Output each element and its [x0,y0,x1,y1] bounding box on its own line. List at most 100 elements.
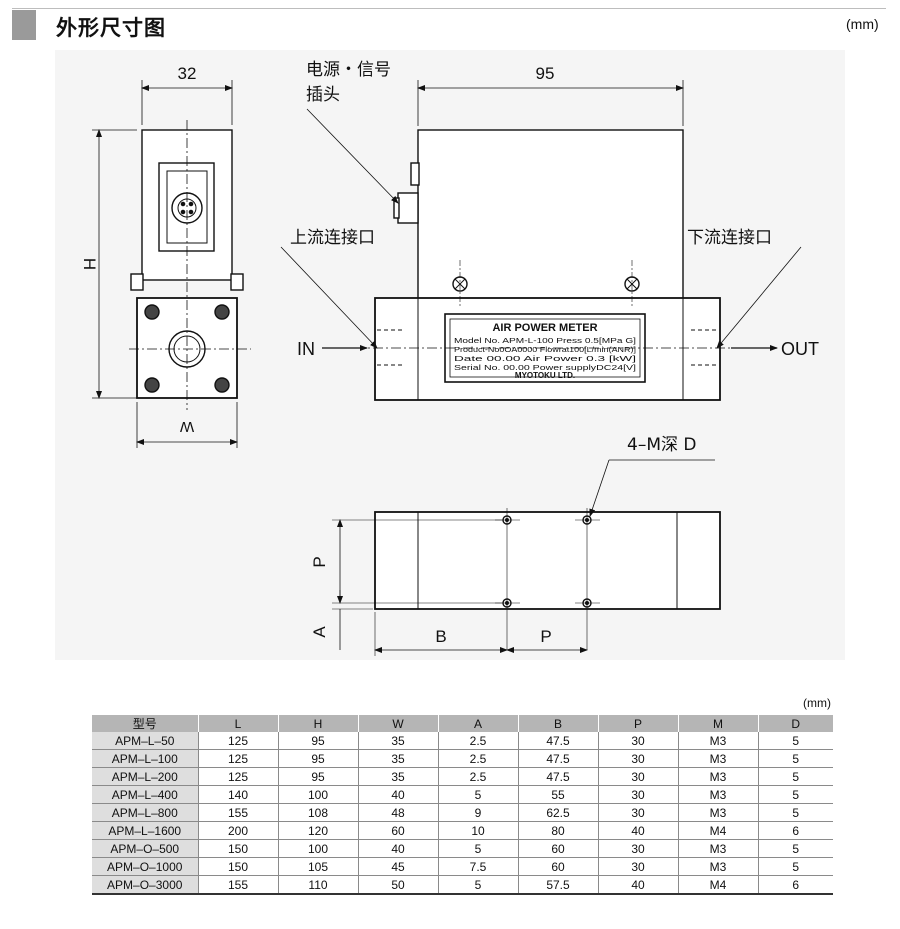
table-cell: 40 [357,785,438,804]
col-header-d: D [757,715,833,732]
table-cell: 150 [197,839,278,858]
dim-p-vertical: P [310,556,329,567]
table-cell-model: APM–L–1600 [92,821,198,840]
table-cell: 5 [757,785,833,804]
table-cell-model: APM–O–500 [92,839,198,858]
nameplate-line4: Serial No. 00.00 Power supplyDC24[V] [454,363,636,372]
table-cell: 40 [597,821,678,840]
table-cell: 62.5 [517,803,598,822]
label-connector-line1: 电源・信号 [306,60,391,80]
table-cell: 125 [197,767,278,786]
table-cell: 95 [277,767,358,786]
table-cell: 105 [277,857,358,876]
table-cell: 60 [357,821,438,840]
col-header-h: H [277,715,358,732]
table-cell: 48 [357,803,438,822]
top-rule [12,8,886,9]
table-cell-model: APM–L–800 [92,803,198,822]
table-cell: 108 [277,803,358,822]
table-cell: 35 [357,767,438,786]
drawing-unit: (mm) [846,16,879,32]
table-cell: 2.5 [437,767,518,786]
table-cell: 35 [357,749,438,768]
dim-height: H [80,258,99,270]
table-cell: 125 [197,732,278,750]
nameplate-line1: Model No. APM-L-100 Press 0.5[MPa G] [454,336,636,345]
table-cell: 50 [357,875,438,895]
label-upstream-port: 上流连接口 [290,228,375,248]
col-header-m: M [677,715,758,732]
dim-body-length: 95 [536,64,555,83]
col-header-p: P [597,715,678,732]
table-cell: 2.5 [437,749,518,768]
col-header-model: 型号 [92,715,198,732]
table-cell: 47.5 [517,767,598,786]
bottom-view [332,459,721,656]
table-cell: 125 [197,749,278,768]
table-cell: 80 [517,821,598,840]
table-cell: 155 [197,875,278,895]
table-cell: 100 [277,785,358,804]
table-cell: 6 [757,821,833,840]
table-cell: M3 [677,803,758,822]
nameplate-maker: MYOTOKU LTD. [515,371,575,380]
col-header-l: L [197,715,278,732]
table-cell: M3 [677,767,758,786]
table-cell-model: APM–L–100 [92,749,198,768]
table-cell: 30 [597,732,678,750]
table-cell: 2.5 [437,732,518,750]
table-cell: 47.5 [517,749,598,768]
table-cell: 5 [757,857,833,876]
table-cell-model: APM–L–200 [92,767,198,786]
col-header-w: W [357,715,438,732]
table-cell: 35 [357,732,438,750]
table-cell: 5 [757,803,833,822]
table-cell: M4 [677,875,758,895]
table-cell: M3 [677,732,758,750]
table-cell: 5 [757,839,833,858]
table-cell: 5 [757,767,833,786]
page-title: 外形尺寸图 [56,16,166,40]
table-cell: 45 [357,857,438,876]
dim-width: W [179,418,194,435]
table-cell: 155 [197,803,278,822]
table-cell: 55 [517,785,598,804]
col-header-a: A [437,715,518,732]
side-view [92,80,251,448]
table-cell: M3 [677,785,758,804]
table-cell: 47.5 [517,732,598,750]
table-cell-model: APM–L–400 [92,785,198,804]
table-cell: 200 [197,821,278,840]
table-unit: (mm) [803,696,831,710]
dimension-drawing: 32 H W 95 电源 [55,50,845,660]
table-cell: 60 [517,839,598,858]
table-cell: 5 [437,875,518,895]
table-cell: 140 [197,785,278,804]
nameplate-line3: Date 00.00 Air Power 0.3 [kW] [454,354,636,363]
table-cell: 110 [277,875,358,895]
table-cell: M3 [677,839,758,858]
dim-a: A [310,626,329,638]
table-cell-model: APM–O–3000 [92,875,198,895]
table-cell: M3 [677,857,758,876]
table-cell: 30 [597,839,678,858]
label-out: OUT [781,339,819,359]
table-cell: 40 [357,839,438,858]
table-cell: 150 [197,857,278,876]
label-mount-holes: 4–M深 D [627,435,696,455]
dim-top-width: 32 [178,64,197,83]
nameplate-title: AIR POWER METER [492,322,597,334]
table-cell-model: APM–L–50 [92,732,198,750]
nameplate-line2: Product-No0OA0000 Flowrat100[L/min(ANR)] [454,345,636,354]
table-cell: 6 [757,875,833,895]
table-cell: 30 [597,749,678,768]
